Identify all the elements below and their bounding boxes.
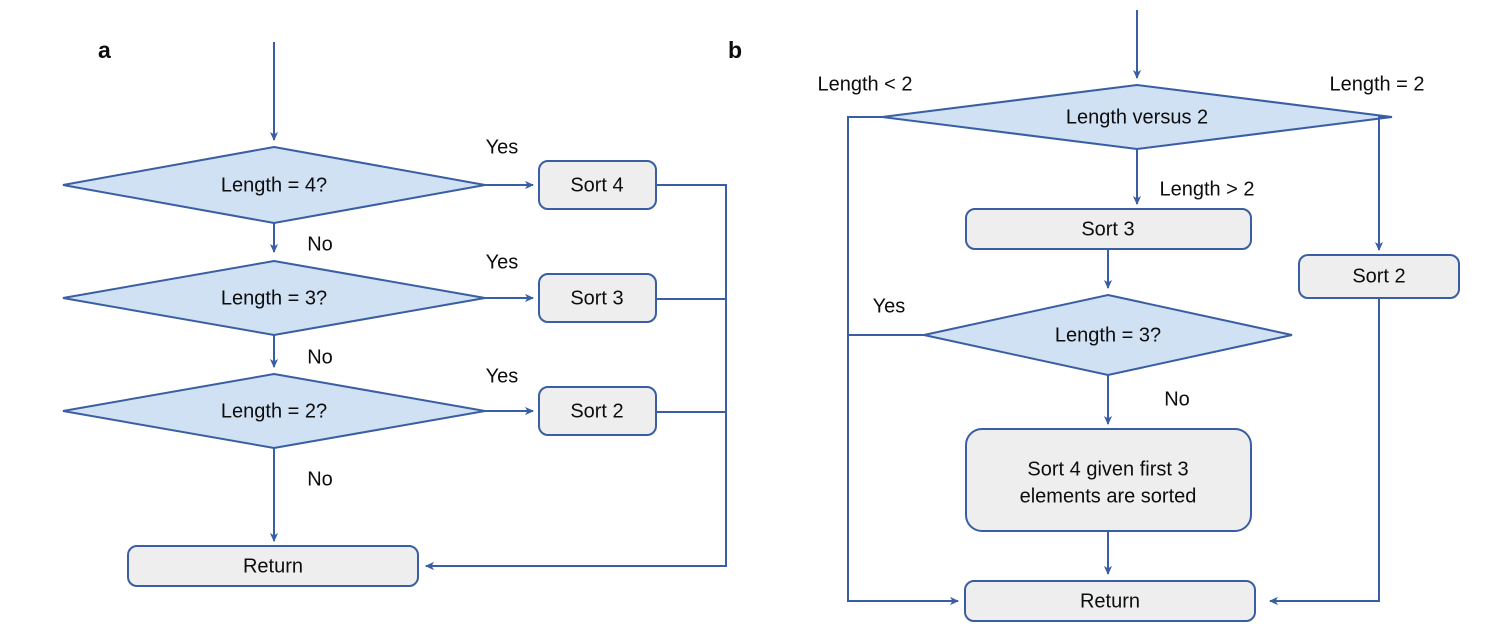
panel-b-letter: b (728, 37, 742, 63)
panel-a: a Length = 4? Yes Sort 4 No Length = 3? … (62, 37, 727, 587)
edge-label-yes-b: Yes (873, 295, 906, 317)
edge-label-yes-2: Yes (486, 251, 519, 273)
process-sort-3-b-label: Sort 3 (1081, 218, 1134, 240)
process-sort-4-label: Sort 4 (570, 174, 623, 196)
edge-sort4-to-return (425, 184, 727, 571)
edge-label-no-3: No (307, 468, 333, 490)
decision-length-versus-2-label: Length versus 2 (1066, 106, 1208, 128)
process-return-a[interactable] (127, 545, 419, 587)
edge-label-no-1: No (307, 233, 333, 255)
edge-label-yes-1: Yes (486, 136, 519, 158)
edge-length-eq-2-to-sort2 (1374, 116, 1392, 251)
decision-length-3-b-label: Length = 3? (1055, 324, 1161, 346)
decision-length-4-label: Length = 4? (221, 174, 327, 196)
panel-b: b Length versus 2 Length < 2 Length = 2 … (728, 10, 1460, 622)
process-sort-4-given-sorted-line2: elements are sorted (1020, 485, 1197, 507)
edge-label-length-lt-2: Length < 2 (817, 73, 912, 95)
decision-length-3-label: Length = 3? (221, 287, 327, 309)
process-sort-3-label: Sort 3 (570, 287, 623, 309)
decision-length-2-label: Length = 2? (221, 400, 327, 422)
process-sort-2-label: Sort 2 (570, 400, 623, 422)
process-return-b-label: Return (1080, 590, 1140, 612)
edge-label-yes-3: Yes (486, 365, 519, 387)
process-sort-4-given-sorted-line1: Sort 4 given first 3 (1027, 458, 1188, 480)
edge-sort2-to-return-b (1269, 298, 1380, 606)
edge-label-no-2: No (307, 346, 333, 368)
edge-label-no-b: No (1164, 388, 1190, 410)
panel-a-letter: a (98, 37, 111, 63)
process-return-b[interactable] (964, 580, 1256, 622)
process-return-a-label: Return (243, 555, 303, 577)
edge-label-length-eq-2: Length = 2 (1329, 73, 1424, 95)
process-sort-2-b-label: Sort 2 (1352, 265, 1405, 287)
edge-label-length-gt-2: Length > 2 (1159, 178, 1254, 200)
edge-length-lt-2-to-return (847, 116, 959, 606)
